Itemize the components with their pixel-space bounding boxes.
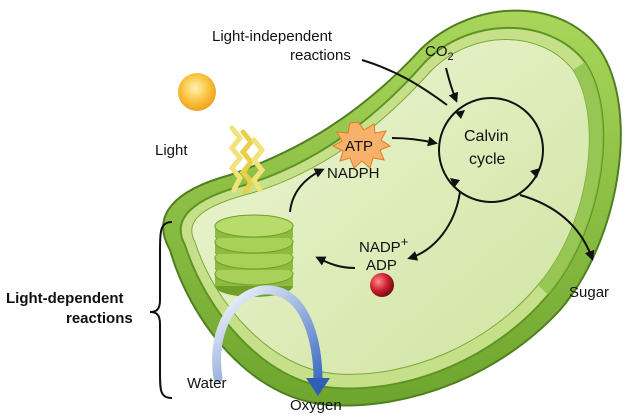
sun-icon: [178, 73, 216, 111]
nadp-label: NADP+: [359, 234, 408, 256]
water-oxygen-arrow: [212, 285, 323, 385]
light-independent-label-line1: Light-independent: [212, 28, 333, 45]
light-label: Light: [155, 142, 188, 159]
nadp-main: NADP: [359, 239, 401, 256]
atp-burst-icon: [331, 121, 392, 169]
oxygen-label: Oxygen: [290, 397, 342, 414]
co2-label: CO2: [425, 43, 454, 63]
calvin-label-line1: Calvin: [464, 128, 508, 145]
nadp-superscript: +: [401, 234, 409, 249]
water-oxygen-arrowhead: [306, 378, 330, 396]
thylakoid-stack: [214, 214, 294, 297]
calvin-cycle-circle: [438, 97, 544, 203]
sugar-label: Sugar: [569, 284, 609, 301]
light-rays-icon: [228, 125, 266, 195]
adp-label: ADP: [366, 257, 397, 274]
light-dependent-bracket: [149, 221, 173, 399]
light-dependent-label-line2: reactions: [66, 310, 133, 327]
stroma: [191, 39, 590, 375]
membrane-rim: [538, 62, 604, 295]
atp-label: ATP: [345, 138, 373, 155]
calvin-arrowhead-2: [530, 168, 540, 178]
calvin-arrowhead-3: [450, 178, 460, 188]
light-independent-label-line2: reactions: [290, 47, 351, 64]
calvin-arrowhead-1: [455, 110, 465, 119]
red-particle-icon: [370, 273, 394, 297]
cycle-arrows: [289, 59, 595, 269]
co2-subscript: 2: [448, 51, 454, 63]
co2-main: CO: [425, 43, 448, 60]
light-dependent-label-line1: Light-dependent: [6, 290, 123, 307]
nadph-label: NADPH: [327, 165, 380, 182]
water-label: Water: [187, 375, 226, 392]
calvin-label-line2: cycle: [469, 151, 506, 168]
